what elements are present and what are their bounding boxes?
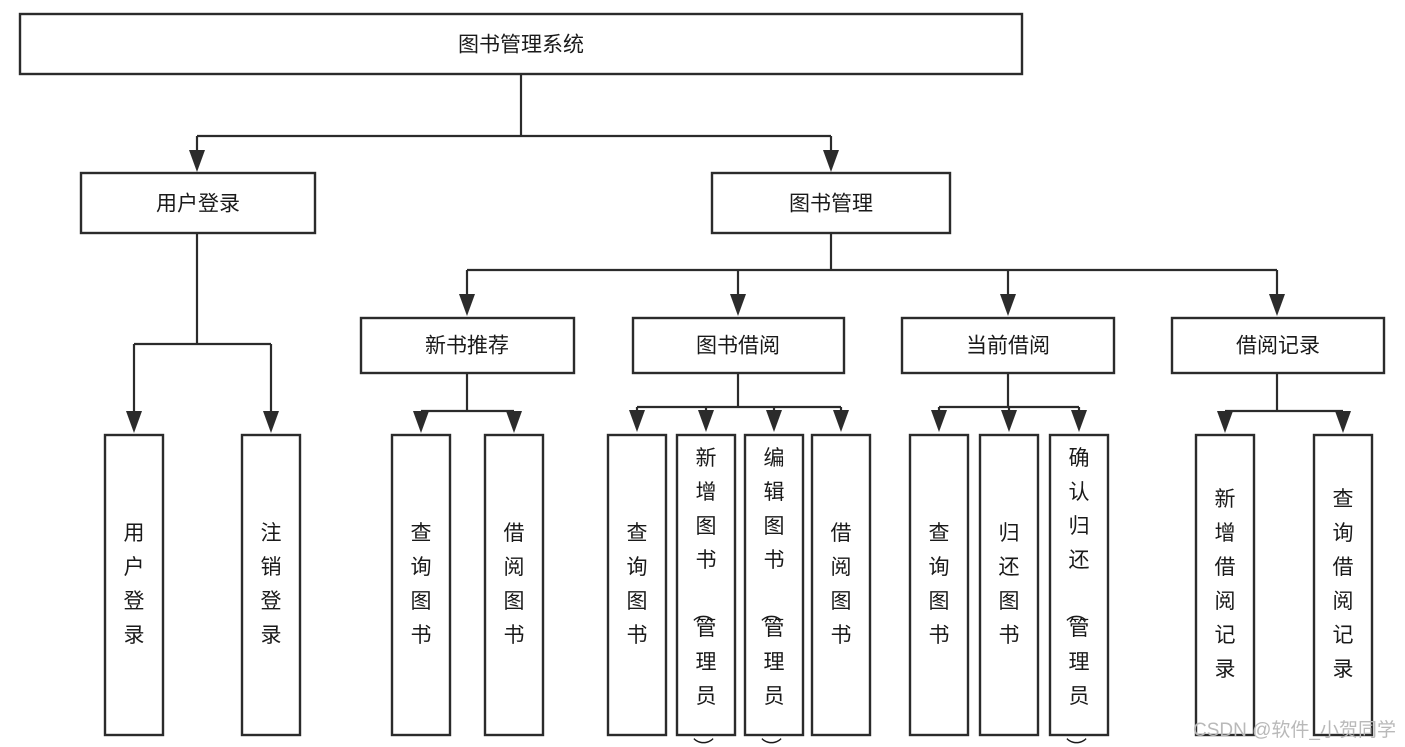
node-book-manage-label: 图书管理 (789, 193, 873, 216)
leaf-return-book[interactable]: 归还图书 (978, 433, 1040, 737)
node-book-manage[interactable]: 图书管理 (710, 171, 952, 235)
leaf-logout[interactable]: 注销登录 (240, 433, 302, 737)
leaf-borrow-book-recommend-label: 借阅图书 (504, 522, 525, 647)
leaf-borrow-book[interactable]: 借阅图书 (810, 433, 872, 737)
node-user-login[interactable]: 用户登录 (79, 171, 317, 235)
leaf-add-borrow-record[interactable]: 新增借阅记录 (1194, 433, 1256, 737)
node-borrow-record[interactable]: 借阅记录 (1170, 316, 1386, 375)
arrow-to-borrow-record (1269, 294, 1285, 316)
leaf-borrow-book-recommend[interactable]: 借阅图书 (483, 433, 545, 737)
watermark-label: CSDN @软件_小贺同学 (1193, 719, 1396, 741)
arrow-to-book-borrow (730, 294, 746, 316)
leaf-confirm-return-label: 确认归还（管理员） (1064, 447, 1090, 747)
leaf-add-book-label: 新增图书（管理员） (691, 447, 717, 747)
arrow-to-new-book (459, 294, 475, 316)
arrow-to-leaf-confirm-return (1071, 410, 1087, 432)
leaf-confirm-return[interactable]: 确认归还（管理员） (1048, 433, 1110, 747)
leaf-borrow-book-label: 借阅图书 (831, 522, 852, 647)
arrow-to-leaf-borrow-book-a (506, 411, 522, 433)
leaf-query-book-current[interactable]: 查询图书 (908, 433, 970, 737)
leaf-edit-book-label: 编辑图书（管理员） (759, 447, 785, 747)
leaf-add-book[interactable]: 新增图书（管理员） (675, 433, 737, 747)
leaf-query-book-borrow[interactable]: 查询图书 (606, 433, 668, 737)
node-borrow-record-label: 借阅记录 (1236, 335, 1320, 358)
arrow-to-leaf-add-record (1217, 411, 1233, 433)
arrow-to-leaf-query-record (1335, 411, 1351, 433)
node-book-borrow[interactable]: 图书借阅 (631, 316, 846, 375)
leaf-user-login[interactable]: 用户登录 (103, 433, 165, 737)
leaf-query-book-current-label: 查询图书 (929, 522, 950, 647)
arrow-to-leaf-query-book-a (413, 411, 429, 433)
leaf-query-book-recommend[interactable]: 查询图书 (390, 433, 452, 737)
arrow-to-leaf-return-book (1001, 410, 1017, 432)
leaf-logout-label: 注销登录 (261, 522, 282, 647)
node-new-book-recommend[interactable]: 新书推荐 (359, 316, 576, 375)
leaf-query-borrow-record-label: 查询借阅记录 (1333, 488, 1354, 681)
leaf-query-book-borrow-label: 查询图书 (627, 522, 648, 647)
arrow-to-leaf-query-book-b (629, 410, 645, 432)
arrow-to-current-borrow (1000, 294, 1016, 316)
arrow-to-leaf-logout (263, 411, 279, 433)
leaf-query-book-recommend-label: 查询图书 (411, 522, 432, 647)
node-user-login-label: 用户登录 (156, 193, 240, 216)
node-current-borrow-label: 当前借阅 (966, 335, 1050, 358)
connector-layer (126, 74, 1351, 433)
leaf-return-book-label: 归还图书 (999, 522, 1020, 647)
node-new-book-recommend-label: 新书推荐 (425, 335, 509, 358)
arrow-to-user-login (189, 150, 205, 172)
arrow-to-leaf-user-login (126, 411, 142, 433)
node-root-system-label: 图书管理系统 (458, 34, 584, 57)
node-book-borrow-label: 图书借阅 (696, 335, 780, 358)
arrow-to-leaf-edit-book (766, 410, 782, 432)
arrow-to-book-manage (823, 150, 839, 172)
leaf-add-borrow-record-label: 新增借阅记录 (1215, 488, 1236, 681)
arrow-to-leaf-query-book-c (931, 410, 947, 432)
node-root-system[interactable]: 图书管理系统 (18, 12, 1024, 76)
leaf-query-borrow-record[interactable]: 查询借阅记录 (1312, 433, 1374, 737)
node-current-borrow[interactable]: 当前借阅 (900, 316, 1116, 375)
leaf-user-login-label: 用户登录 (124, 522, 145, 647)
leaf-edit-book[interactable]: 编辑图书（管理员） (743, 433, 805, 747)
arrow-to-leaf-add-book (698, 410, 714, 432)
arrow-to-leaf-borrow-book-b (833, 410, 849, 432)
